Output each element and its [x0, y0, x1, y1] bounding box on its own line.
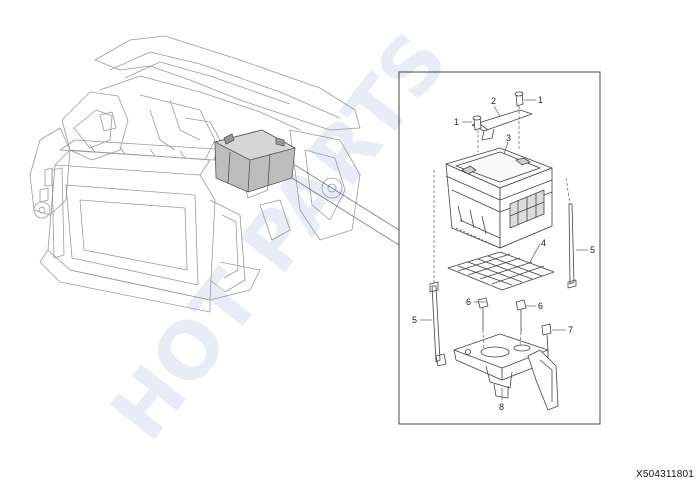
detail-leader-lines [291, 164, 400, 246]
bolt-right [514, 91, 524, 107]
callout-8: 8 [499, 402, 504, 412]
callout-6-left: 6 [466, 297, 471, 307]
battery-bracket [453, 333, 559, 411]
hold-down-rod-left [429, 281, 447, 367]
detail-panel-frame [398, 71, 601, 425]
callout-1-left: 1 [454, 117, 459, 127]
callout-4: 4 [541, 238, 546, 248]
battery [445, 147, 553, 249]
callout-3: 3 [506, 133, 511, 143]
callout-6-right: 6 [538, 301, 543, 311]
watermark-text: HOT PARTS [94, 17, 466, 457]
callout-leaders [420, 99, 588, 400]
callout-5-right: 5 [590, 245, 595, 255]
diagram-code: X504311801 [636, 469, 694, 480]
bolt-left [472, 115, 482, 131]
parts-detail [420, 91, 588, 411]
vehicle-front-structure [29, 35, 361, 313]
hold-down-clamp [471, 109, 533, 141]
nut-left [477, 297, 489, 330]
hold-down-rod-right [567, 203, 577, 289]
callout-7: 7 [568, 325, 573, 335]
bolt-bracket [541, 323, 552, 351]
nut-right [515, 299, 527, 332]
callout-5-left: 5 [412, 315, 417, 325]
installed-battery-highlight [213, 129, 297, 193]
callout-2: 2 [491, 96, 496, 106]
callout-labels: 1 1 2 3 4 5 5 6 6 7 8 [412, 95, 595, 412]
assembly-guide-lines [433, 106, 571, 360]
battery-tray-mat [447, 251, 555, 291]
callout-1-right: 1 [538, 95, 543, 105]
